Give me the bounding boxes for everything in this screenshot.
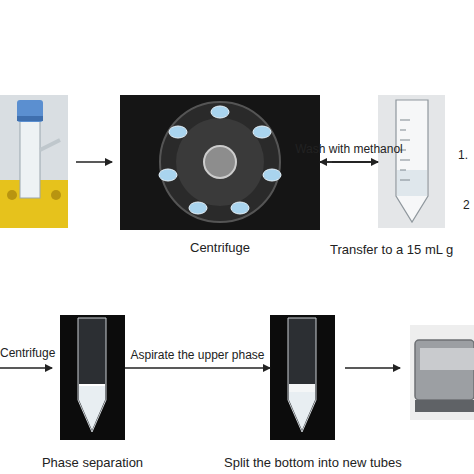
split-tube-photo (270, 315, 335, 440)
arrow-label: Aspirate the upper phase (130, 348, 264, 362)
step-caption: Centrifuge (120, 240, 320, 255)
step-caption: Phase separation (30, 455, 155, 470)
centrifuge-photo (120, 95, 320, 230)
photo-panel: Phase separation (60, 315, 125, 440)
step-caption: Transfer to a 15 mL g (330, 242, 453, 257)
flow-arrow (345, 367, 400, 369)
photo-panel: Split the bottom into new tubes (270, 315, 335, 440)
arrow-label: Centrifuge (0, 346, 55, 360)
flow-arrow (76, 161, 112, 163)
tube-rack-photo (0, 95, 68, 228)
step-number: 1. (458, 148, 468, 162)
flow-arrow (125, 367, 270, 369)
photo-panel: Transfer to a 15 mL g (378, 95, 445, 228)
photo-panel: Centrifuge (120, 95, 320, 230)
phase-tube-photo (60, 315, 125, 440)
tube-photo (378, 95, 445, 228)
flow-arrow (320, 161, 378, 163)
arrow-label: Wash with methanol (295, 142, 403, 156)
step-number: 2 (463, 198, 470, 212)
flow-arrow (320, 161, 378, 163)
flow-arrow (0, 367, 52, 369)
instrument-photo (410, 325, 474, 420)
step-caption: Split the bottom into new tubes (224, 455, 402, 470)
